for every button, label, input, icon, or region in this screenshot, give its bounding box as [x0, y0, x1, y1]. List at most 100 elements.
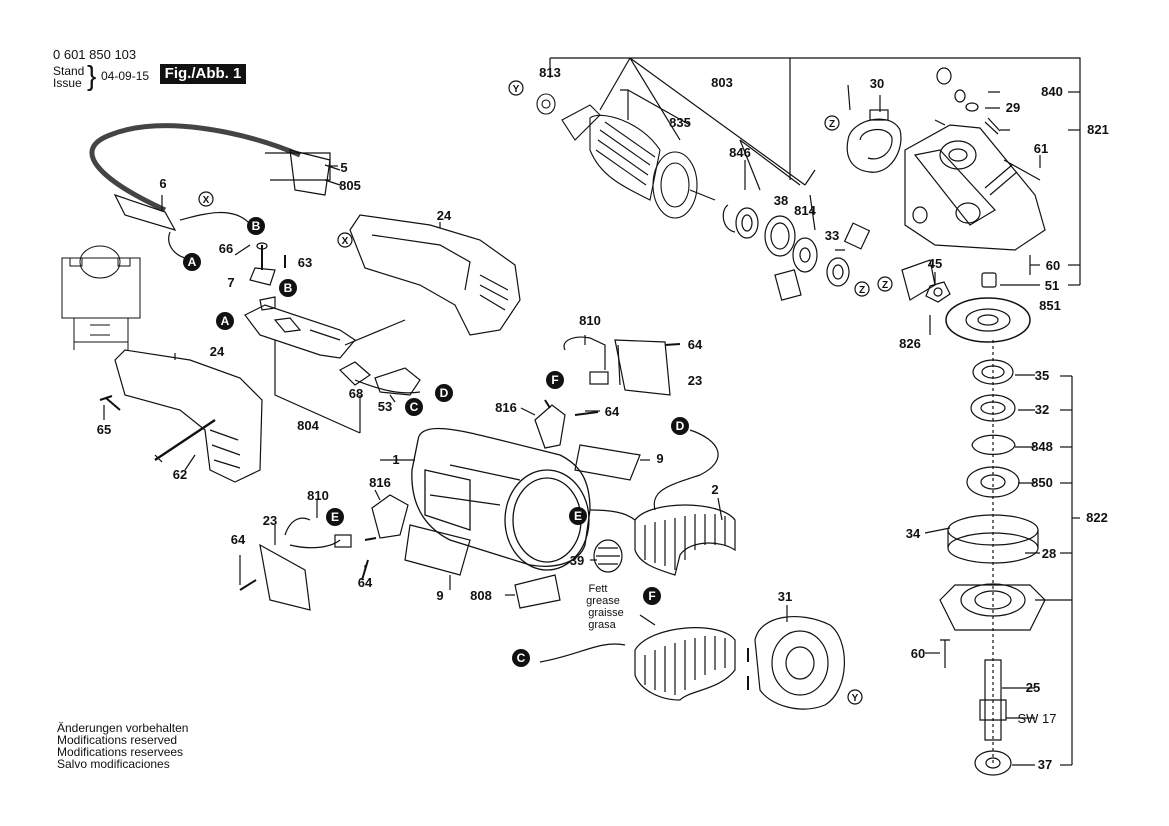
marker-X-label: X — [342, 236, 349, 247]
connector-markers: A B A B D C F D E E F C — [183, 217, 689, 667]
field-coil-lower-part — [634, 627, 736, 701]
part-label: 62 — [173, 467, 187, 482]
part-label: 64 — [605, 404, 620, 419]
connector-E-label: E — [331, 510, 339, 524]
connector-B-label: B — [252, 219, 261, 233]
footer-note-en: Modifications reserved — [57, 733, 178, 747]
guard-ring-part — [846, 109, 902, 173]
part-label: 66 — [219, 241, 233, 256]
connector-E-label: E — [574, 509, 582, 523]
connector-A-label: A — [188, 255, 197, 269]
motor-housing-part — [411, 427, 591, 571]
brush-cover-upper — [614, 339, 671, 396]
connector-C-label: C — [410, 400, 419, 414]
part-label: SW 17 — [1017, 711, 1056, 726]
stand-label: Stand — [53, 64, 85, 78]
reference-markers: Y X X Z Z Z Y — [198, 80, 893, 705]
part-label: 9 — [656, 451, 663, 466]
part-label: 826 — [899, 336, 921, 351]
part-code: 0 601 850 103 — [53, 47, 137, 62]
part-label: 813 — [539, 65, 561, 80]
switch-assembly-part — [244, 296, 421, 396]
part-label: 816 — [495, 400, 517, 415]
connector-D-label: D — [676, 419, 685, 433]
brace-glyph: } — [87, 60, 97, 91]
wiring-schematic — [61, 245, 141, 350]
part-label: 846 — [729, 145, 751, 160]
marker-Z-label: Z — [829, 119, 835, 130]
part-label: 63 — [298, 255, 312, 270]
part-label: 840 — [1041, 84, 1063, 99]
issue-date: 04-09-15 — [101, 69, 150, 83]
part-label: 7 — [227, 275, 234, 290]
part-label: 850 — [1031, 475, 1053, 490]
gear-housing-part — [904, 124, 1046, 251]
armature-part — [536, 93, 716, 219]
part-label: 35 — [1035, 368, 1049, 383]
part-label: 821 — [1087, 122, 1109, 137]
part-number-labels: 813 803 30 840 29 821 835 61 846 38 814 … — [97, 65, 1109, 772]
spindle-stack-parts — [939, 359, 1046, 776]
part-label: 39 — [570, 553, 584, 568]
part-label: 1 — [392, 452, 399, 467]
part-label: 816 — [369, 475, 391, 490]
footer-note-fr: Modifications reservees — [57, 745, 184, 759]
part-label: 28 — [1042, 546, 1056, 561]
marker-Y-label: Y — [513, 84, 520, 95]
grease-note-line: graisse — [588, 607, 623, 619]
part-label: 808 — [470, 588, 492, 603]
part-label: 24 — [210, 344, 225, 359]
part-label: 24 — [437, 208, 452, 223]
part-label: 61 — [1034, 141, 1048, 156]
connector-D-label: D — [440, 386, 449, 400]
connector-F-label: F — [648, 589, 655, 603]
part-label: 814 — [794, 203, 816, 218]
figure-badge: Fig./Abb. 1 — [160, 64, 246, 84]
footer-note-es: Salvo modificaciones — [57, 757, 170, 771]
part-label: 6 — [159, 176, 166, 191]
part-label: 23 — [263, 513, 277, 528]
marker-Z-label: Z — [882, 280, 888, 291]
part-label: 64 — [358, 575, 373, 590]
part-label: 30 — [870, 76, 884, 91]
brush-cover-lower — [259, 543, 311, 611]
part-label: 51 — [1045, 278, 1059, 293]
part-label: 851 — [1039, 298, 1061, 313]
part-label: 64 — [231, 532, 246, 547]
part-label: 5 — [340, 160, 347, 175]
grease-note-line: grease — [586, 595, 620, 607]
part-label: 32 — [1035, 402, 1049, 417]
field-coil-part — [634, 504, 736, 576]
part-label: 45 — [928, 256, 942, 271]
part-label: 65 — [97, 422, 111, 437]
part-label: 29 — [1006, 100, 1020, 115]
marker-Y-label: Y — [852, 693, 859, 704]
marker-X-label: X — [203, 195, 210, 206]
part-label: 38 — [774, 193, 788, 208]
part-label: 53 — [378, 399, 392, 414]
bearing-parts — [722, 204, 871, 301]
part-label: 25 — [1026, 680, 1040, 695]
part-label: 34 — [906, 526, 921, 541]
part-label: 9 — [436, 588, 443, 603]
part-label: 60 — [911, 646, 925, 661]
part-label: 2 — [711, 482, 718, 497]
handle-upper-part — [349, 214, 521, 336]
connector-F-label: F — [551, 373, 558, 387]
end-shield-part — [747, 616, 846, 710]
grease-note: Fett grease graisse grasa — [586, 583, 624, 631]
part-label: 68 — [349, 386, 363, 401]
part-label: 803 — [711, 75, 733, 90]
part-label: 822 — [1086, 510, 1108, 525]
connector-C-label: C — [517, 651, 526, 665]
connector-B-label: B — [284, 281, 293, 295]
part-label: 810 — [307, 488, 329, 503]
part-label: 835 — [669, 115, 691, 130]
marker-Z-label: Z — [859, 285, 865, 296]
part-label: 805 — [339, 178, 361, 193]
grease-note-line: grasa — [588, 619, 616, 631]
part-label: 60 — [1046, 258, 1060, 273]
part-label: 31 — [778, 589, 792, 604]
footer-note-de: Änderungen vorbehalten — [57, 721, 189, 735]
